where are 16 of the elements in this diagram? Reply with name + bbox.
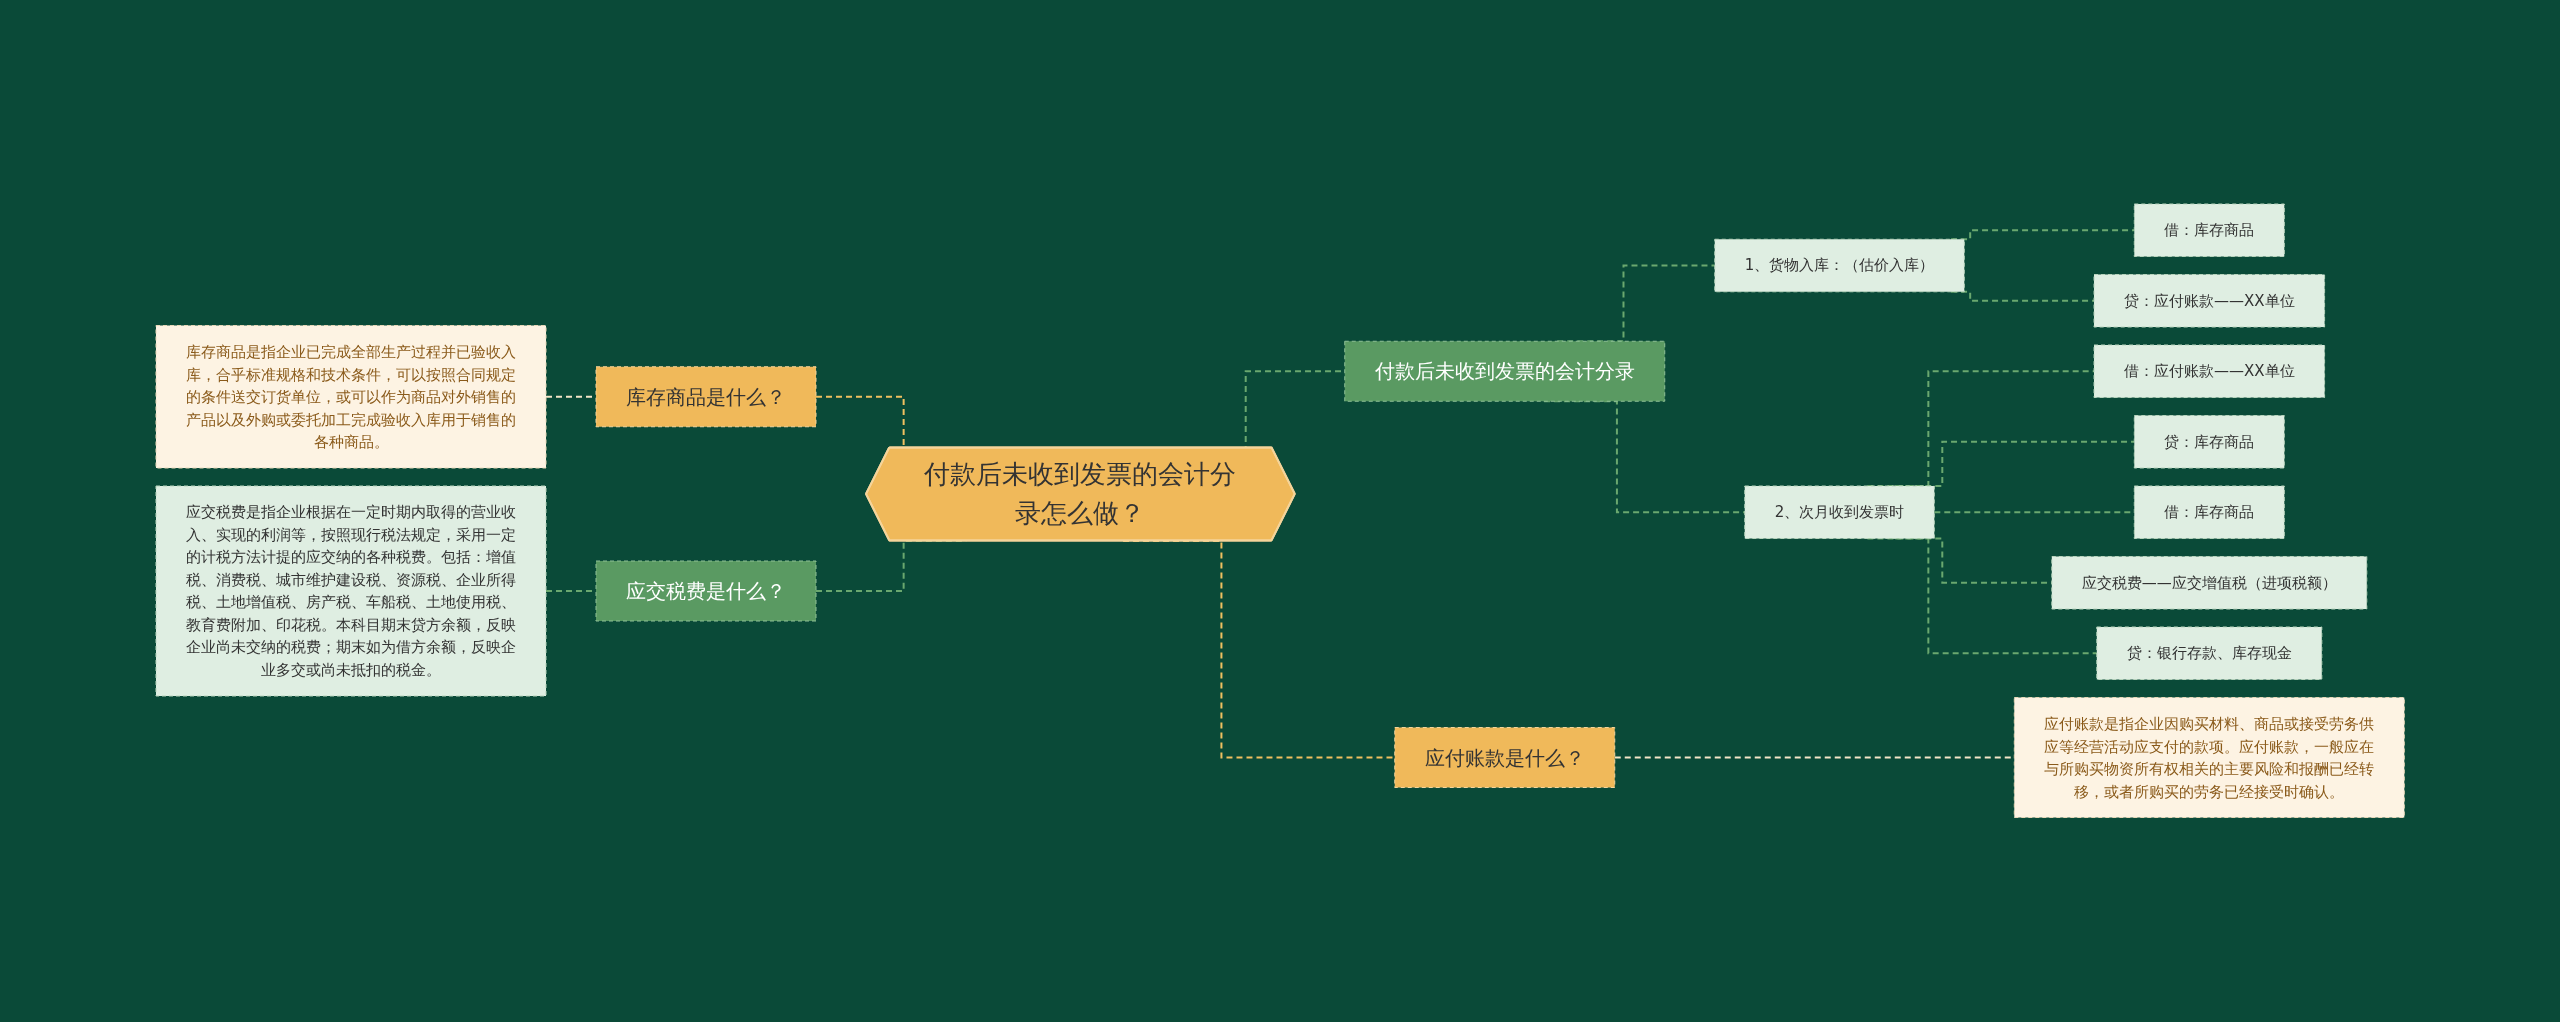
node-box: 应付账款是指企业因购买材料、商品或接受劳务供应等经营活动应支付的款项。应付账款，一般应在与所购买物资所有权相关的主要风险和报酬已经转移，或者所购买的劳务已经接受时确认。 xyxy=(2013,697,2405,819)
node-box: 1、货物入库：（估价入库） xyxy=(1714,239,1965,293)
node-box: 贷：应付账款——XX单位 xyxy=(2093,274,2325,328)
node-box: 付款后未收到发票的会计分录 xyxy=(1344,341,1666,402)
node-box: 库存商品是指企业已完成全部生产过程并已验收入库，合乎标准规格和技术条件，可以按照合同规定的条件送交订货单位，或可以作为商品对外销售的产品以及外购或委托加工完成验收入库用于销售的各种商品。 xyxy=(155,325,547,469)
node-box: 库存商品是什么？ xyxy=(595,366,817,428)
node-box: 2、次月收到发票时 xyxy=(1744,485,1935,540)
node-box: 应交税费是指企业根据在一定时期内取得的营业收入、实现的利润等，按照现行税法规定，采用一定的计税方法计提的应交纳的各种税费。包括：增值税、消费税、城市维护建设税、资源税、企业所得税、土地增值税、房产税、车船税、土地使用税、教育费附加、印花税。本科目期末贷方余额，反映企业尚未交纳的税费；期末如为借方余额，反映企业多交或尚未抵扣的税金。 xyxy=(155,485,547,697)
node-box: 借：库存商品 xyxy=(2133,203,2285,258)
node-box: 借：库存商品 xyxy=(2133,485,2285,540)
node-box: 应交税费是什么？ xyxy=(595,560,817,622)
node-box: 贷：库存商品 xyxy=(2133,415,2285,469)
node-box: 应交税费——应交增值税（进项税额） xyxy=(2051,556,2368,610)
node-box: 贷：银行存款、库存现金 xyxy=(2096,626,2323,681)
node-box: 借：应付账款——XX单位 xyxy=(2093,344,2325,399)
node-box: 应付账款是什么？ xyxy=(1394,727,1616,789)
